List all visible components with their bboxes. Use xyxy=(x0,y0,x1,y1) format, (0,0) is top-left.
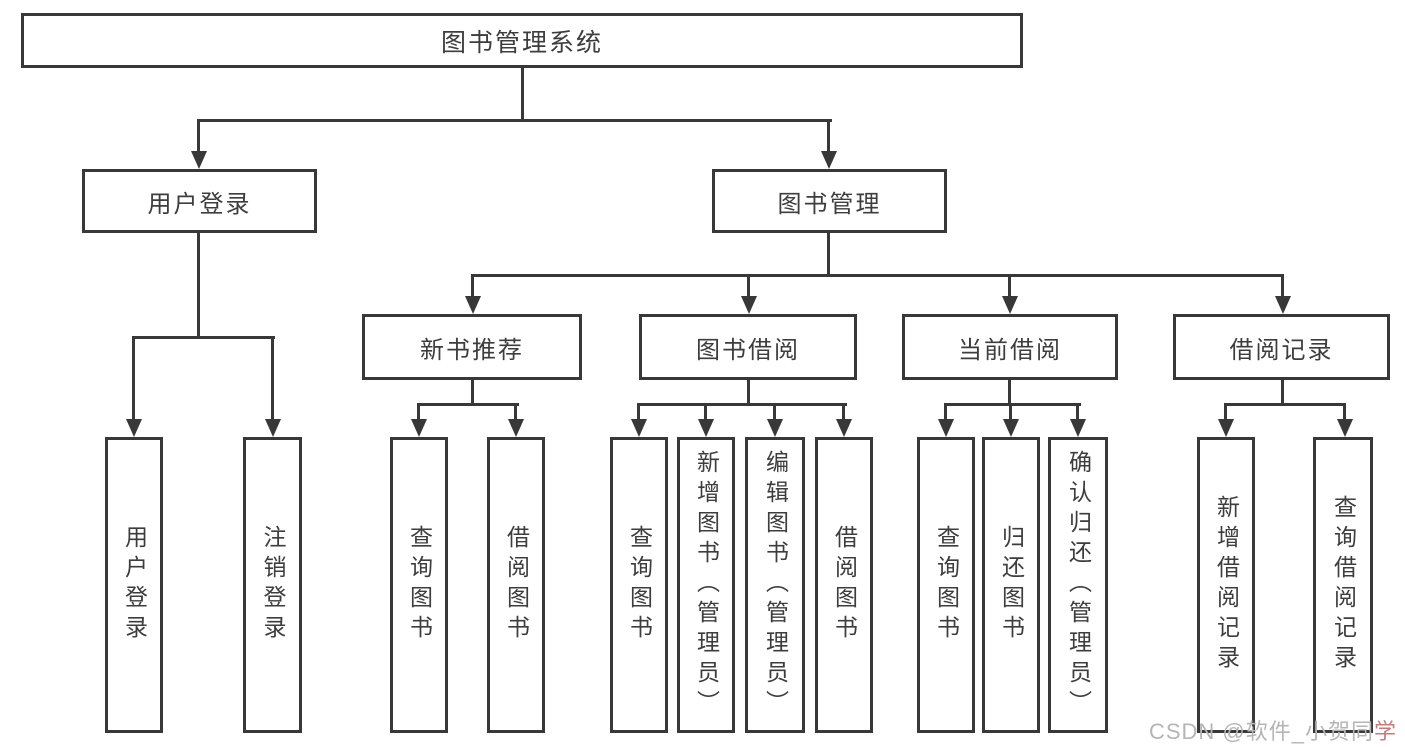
leaf-cb-confirm-return-label: 确认归还（管理员） xyxy=(1065,450,1092,720)
connector xyxy=(471,274,1284,277)
node-borrow-records-label: 借阅记录 xyxy=(1229,336,1334,364)
connector xyxy=(271,336,274,422)
leaf-rec-query-books: 查询图书 xyxy=(390,437,448,733)
arrowhead-icon xyxy=(631,419,647,437)
connector xyxy=(944,403,1081,406)
csdn-watermark: CSDN @软件_小贺同学 xyxy=(1149,714,1397,746)
node-book-borrow: 图书借阅 xyxy=(639,314,857,380)
arrowhead-icon xyxy=(767,419,783,437)
connector xyxy=(521,68,524,120)
connector xyxy=(827,119,830,153)
connector xyxy=(1008,380,1011,406)
connector xyxy=(132,336,135,422)
connector xyxy=(637,403,847,406)
leaf-logout-label: 注销登录 xyxy=(260,525,286,645)
leaf-bb-edit-books-label: 编辑图书（管理员） xyxy=(762,450,789,720)
leaf-cb-return-books-label: 归还图书 xyxy=(998,525,1025,645)
leaf-cb-query-books-label: 查询图书 xyxy=(933,525,960,645)
arrowhead-icon xyxy=(411,419,427,437)
connector xyxy=(827,233,830,276)
leaf-bb-borrow-books: 借阅图书 xyxy=(815,437,873,733)
node-current-borrow-label: 当前借阅 xyxy=(958,336,1062,364)
node-book-borrow-label: 图书借阅 xyxy=(696,336,800,364)
connector xyxy=(1008,274,1011,300)
leaf-rec-borrow-books: 借阅图书 xyxy=(487,437,545,733)
leaf-cb-confirm-return: 确认归还（管理员） xyxy=(1048,437,1108,733)
connector xyxy=(773,403,776,421)
leaf-br-add-record: 新增借阅记录 xyxy=(1197,437,1255,733)
arrowhead-icon xyxy=(1218,419,1234,437)
leaf-bb-query-books: 查询图书 xyxy=(610,437,668,733)
connector xyxy=(1076,403,1079,421)
connector xyxy=(1281,380,1284,406)
connector xyxy=(197,233,200,337)
node-new-book-recommend-label: 新书推荐 xyxy=(420,336,524,364)
node-root-label: 图书管理系统 xyxy=(440,28,603,57)
node-current-borrow: 当前借阅 xyxy=(902,314,1118,380)
connector xyxy=(471,380,474,406)
connector xyxy=(1224,403,1346,406)
arrowhead-icon xyxy=(1070,419,1086,437)
arrowhead-icon xyxy=(938,419,954,437)
node-book-management: 图书管理 xyxy=(712,169,947,233)
connector xyxy=(197,119,200,153)
leaf-logout: 注销登录 xyxy=(243,437,302,733)
leaf-cb-return-books: 归还图书 xyxy=(982,437,1040,733)
arrowhead-icon xyxy=(698,419,714,437)
connector xyxy=(132,336,275,339)
node-user-login-label: 用户登录 xyxy=(147,190,252,218)
arrowhead-icon xyxy=(1275,296,1291,314)
connector xyxy=(637,403,640,421)
connector xyxy=(747,380,750,406)
arrowhead-icon xyxy=(1003,419,1019,437)
arrowhead-icon xyxy=(265,419,281,437)
leaf-br-query-record-label: 查询借阅记录 xyxy=(1330,495,1357,675)
leaf-br-add-record-label: 新增借阅记录 xyxy=(1213,495,1240,675)
arrowhead-icon xyxy=(741,296,757,314)
leaf-bb-add-books-label: 新增图书（管理员） xyxy=(693,450,720,720)
connector xyxy=(417,403,420,421)
node-user-login: 用户登录 xyxy=(82,169,317,233)
connector xyxy=(842,403,845,421)
connector xyxy=(197,119,832,122)
connector xyxy=(1009,403,1012,421)
leaf-br-query-record: 查询借阅记录 xyxy=(1313,437,1373,733)
node-root: 图书管理系统 xyxy=(21,13,1023,68)
connector xyxy=(1224,403,1227,421)
connector xyxy=(704,403,707,421)
csdn-watermark-accent: 学 xyxy=(1373,719,1397,744)
csdn-watermark-text: CSDN @软件_小贺同 xyxy=(1148,719,1374,744)
connector xyxy=(514,403,517,421)
leaf-cb-query-books: 查询图书 xyxy=(917,437,975,733)
arrowhead-icon xyxy=(1337,419,1353,437)
leaf-bb-add-books: 新增图书（管理员） xyxy=(677,437,735,733)
leaf-user-login-label: 用户登录 xyxy=(121,525,148,645)
node-book-management-label: 图书管理 xyxy=(777,190,882,218)
leaf-bb-query-books-label: 查询图书 xyxy=(626,525,653,645)
node-borrow-records: 借阅记录 xyxy=(1173,314,1390,380)
connector xyxy=(747,274,750,300)
arrowhead-icon xyxy=(836,419,852,437)
leaf-user-login: 用户登录 xyxy=(105,437,163,733)
arrowhead-icon xyxy=(1002,296,1018,314)
leaf-bb-borrow-books-label: 借阅图书 xyxy=(831,525,858,645)
arrowhead-icon xyxy=(126,419,142,437)
node-new-book-recommend: 新书推荐 xyxy=(362,314,582,380)
arrowhead-icon xyxy=(821,151,837,169)
arrowhead-icon xyxy=(191,151,207,169)
leaf-rec-query-books-label: 查询图书 xyxy=(406,525,433,645)
connector xyxy=(417,403,519,406)
connector xyxy=(471,274,474,300)
arrowhead-icon xyxy=(465,296,481,314)
connector xyxy=(944,403,947,421)
leaf-rec-borrow-books-label: 借阅图书 xyxy=(503,525,530,645)
leaf-bb-edit-books: 编辑图书（管理员） xyxy=(745,437,805,733)
connector xyxy=(1343,403,1346,421)
arrowhead-icon xyxy=(508,419,524,437)
connector xyxy=(1281,274,1284,300)
